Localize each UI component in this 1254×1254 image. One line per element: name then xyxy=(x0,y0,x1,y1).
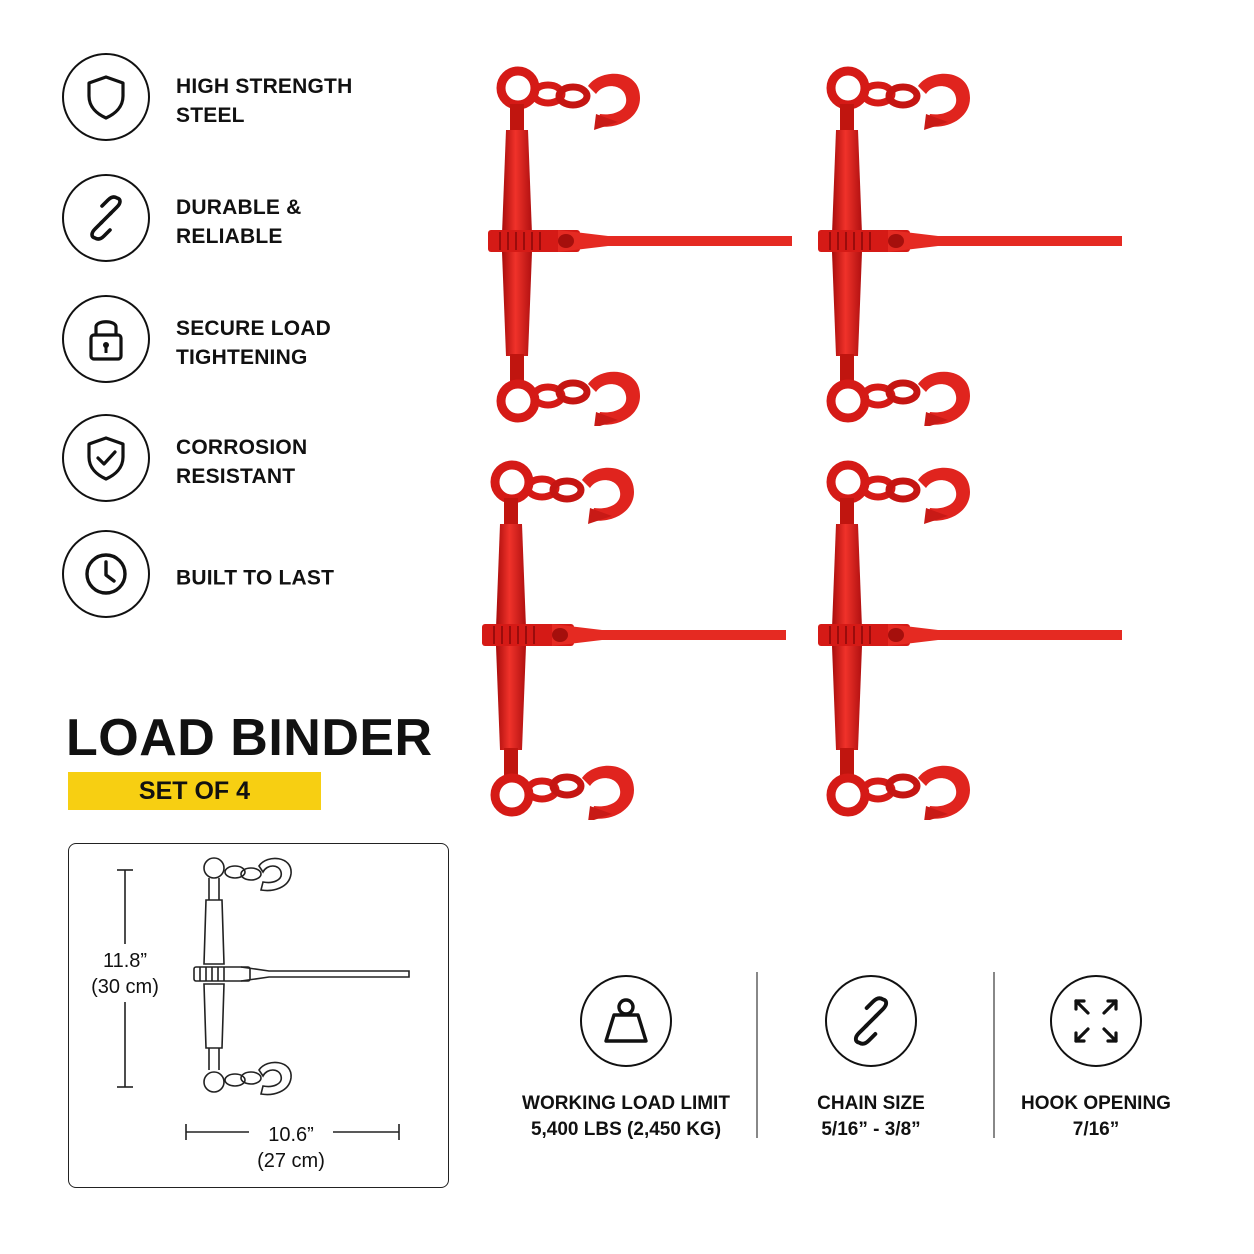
feature-label: HIGH STRENGTH STEEL xyxy=(176,75,353,127)
shield-icon xyxy=(62,53,150,141)
feature-built-to-last: BUILT TO LAST xyxy=(62,530,422,626)
height-dimension-label: 11.8” (30 cm) xyxy=(91,950,159,998)
feature-label: CORROSION RESISTANT xyxy=(176,436,308,488)
load-binder-image xyxy=(482,460,792,820)
feature-label: DURABLE & RELIABLE xyxy=(176,196,302,248)
load-binder-image xyxy=(488,66,798,426)
binder-line-drawing xyxy=(93,857,410,1144)
spec-chain-size: CHAIN SIZE 5/16” - 3/8” xyxy=(751,975,991,1143)
chain-link-icon xyxy=(62,174,150,262)
spec-value: 5/16” - 3/8” xyxy=(821,1119,921,1140)
chain-link-icon xyxy=(825,975,917,1067)
spec-hook-opening: HOOK OPENING 7/16” xyxy=(976,975,1216,1143)
spec-name: WORKING LOAD LIMIT xyxy=(522,1093,730,1114)
spec-name: HOOK OPENING xyxy=(1021,1093,1171,1114)
dimension-diagram: 11.8” (30 cm) 10.6” (27 cm) xyxy=(68,843,449,1188)
width-dimension-label: 10.6” (27 cm) xyxy=(257,1124,325,1172)
load-binder-image xyxy=(818,66,1158,426)
spec-value: 5,400 LBS (2,450 KG) xyxy=(530,1119,722,1140)
feature-secure: SECURE LOAD TIGHTENING xyxy=(62,295,422,391)
feature-corrosion: CORROSION RESISTANT xyxy=(62,414,422,510)
spec-working-load-limit: WORKING LOAD LIMIT 5,400 LBS (2,450 KG) xyxy=(506,975,746,1143)
feature-durable: DURABLE & RELIABLE xyxy=(62,174,422,270)
expand-arrows-icon xyxy=(1050,975,1142,1067)
spec-name: CHAIN SIZE xyxy=(817,1093,925,1114)
spec-divider xyxy=(756,972,758,1138)
spec-divider xyxy=(993,972,995,1138)
feature-label: BUILT TO LAST xyxy=(176,566,335,590)
clock-icon xyxy=(62,530,150,618)
weight-icon xyxy=(580,975,672,1067)
padlock-icon xyxy=(62,295,150,383)
feature-high-strength: HIGH STRENGTH STEEL xyxy=(62,53,422,149)
product-subtitle-badge: SET OF 4 xyxy=(68,772,321,810)
spec-value: 7/16” xyxy=(1072,1119,1120,1140)
product-title: LOAD BINDER xyxy=(66,709,433,767)
load-binder-image xyxy=(818,460,1158,820)
feature-label: SECURE LOAD TIGHTENING xyxy=(176,317,332,369)
shield-check-icon xyxy=(62,414,150,502)
